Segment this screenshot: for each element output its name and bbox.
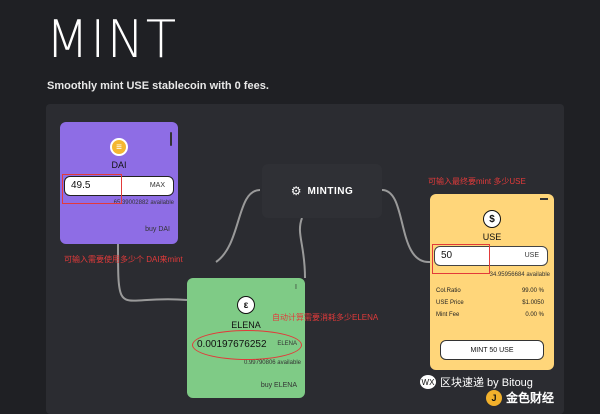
drag-handle[interactable] [540,198,548,200]
watermark-jinse: J 金色财经 [486,389,554,406]
mint-use-button[interactable]: MINT 50 USE [440,340,544,360]
highlight-dai-input [62,174,122,204]
minting-node: ⚙ MINTING [262,164,382,218]
use-available: 34.95956684 available [489,272,550,278]
annotation-use: 可输入最终要mint 多少USE [428,177,526,186]
dai-max-button[interactable]: MAX [149,182,165,189]
use-coin-icon: $ [483,210,501,228]
elena-available: 0.99790806 available [243,360,301,366]
gear-icon: ⚙ [290,184,302,198]
stat-row: Col.Ratio 99.00 % [436,288,544,300]
stat-value: 0.00 % [525,312,544,318]
use-card: $ USE USE 34.95956684 available Col.Rati… [430,194,554,370]
dai-card: ≡ DAI MAX 65.39002882 available buy DAI [60,122,178,244]
stat-value: 99.00 % [521,288,544,294]
drag-handle[interactable]: I [295,284,297,291]
annotation-elena: 自动计算需要消耗多少ELENA [272,313,379,322]
jinse-logo-icon: J [486,389,502,406]
drag-handle[interactable] [170,132,172,146]
minting-label: MINTING [307,185,354,197]
dai-amount-input[interactable] [71,180,141,191]
mint-stats: Col.Ratio 99.00 % USE Price $1.0050 Mint… [436,288,544,324]
use-amount-field: USE [434,246,548,266]
elena-token-name: ELENA [231,320,261,330]
stat-row: Mint Fee 0.00 % [436,312,544,324]
elena-coin-icon: ε [237,296,255,314]
buy-elena-link[interactable]: buy ELENA [260,382,297,389]
watermark-brand: 金色财经 [506,391,555,405]
mint-flow-canvas: ≡ DAI MAX 65.39002882 available buy DAI … [46,104,564,414]
stat-label: Mint Fee [436,312,460,318]
wire-minting-to-use [381,189,431,264]
use-token-name: USE [482,232,502,242]
stat-row: USE Price $1.0050 [436,300,544,312]
dai-coin-icon: ≡ [110,138,128,156]
buy-dai-link[interactable]: buy DAI [145,226,170,233]
page-subtitle: Smoothly mint USE stablecoin with 0 fees… [47,80,269,92]
dai-available: 65.39002882 available [113,200,174,206]
dai-amount-field: MAX [64,176,174,196]
wire-dai-to-elena [117,243,188,302]
stat-label: Col.Ratio [436,288,461,294]
watermark-text: 区块速递 by Bitoug [440,377,533,389]
highlight-elena-input [192,330,302,360]
stat-label: USE Price [436,300,464,306]
connection-wires [117,189,431,302]
highlight-use-input [432,244,490,274]
dai-token-name: DAI [111,160,127,170]
annotation-dai: 可输入需要使用多少个 DAI来mint [64,255,183,264]
stat-value: $1.0050 [522,300,544,306]
wire-elena-to-minting [298,217,306,279]
use-unit-label: USE [524,252,539,259]
page-title: MINT [46,10,178,70]
wire-minting-to-dai [215,189,261,263]
watermark-wechat: WX 区块速递 by Bitoug [420,374,533,390]
wechat-icon: WX [420,375,436,389]
use-amount-input[interactable] [441,250,511,261]
